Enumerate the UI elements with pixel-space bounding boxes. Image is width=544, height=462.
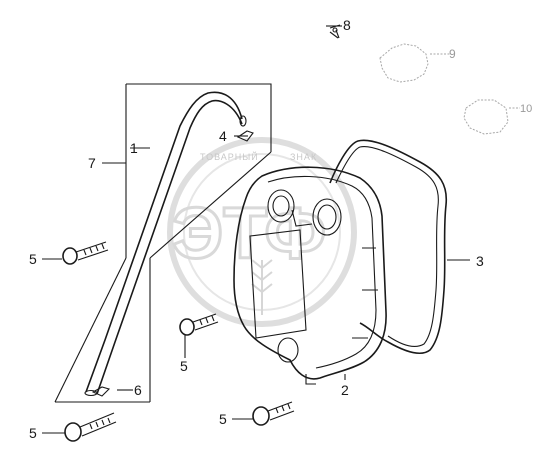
callout-5-upper-left: 5 <box>29 251 37 267</box>
cover-gasket-part <box>329 139 448 355</box>
small-clip-part <box>329 24 341 39</box>
callout-5-center: 5 <box>180 358 188 374</box>
callout-9: 9 <box>449 47 456 61</box>
ghost-plate-part-10 <box>463 99 509 135</box>
bolt-part-lower-left <box>64 412 117 442</box>
valve-cover-part <box>233 166 387 385</box>
callout-7: 7 <box>88 155 96 171</box>
bolt-part-lower-center <box>252 401 295 426</box>
bolt-part-center <box>179 313 219 336</box>
watermark-letters: ЭТФ <box>172 194 326 274</box>
group-bracket-frame <box>54 83 272 403</box>
callout-5-lower-left: 5 <box>29 425 37 441</box>
watermark-arc-text-right: ЗНАК <box>290 152 317 162</box>
breather-hose-part <box>84 91 247 397</box>
watermark: ТОВАРНЫЙ ЗНАК ЭТФ <box>167 137 357 327</box>
callout-10: 10 <box>520 103 532 115</box>
leader-lines <box>42 25 520 434</box>
hose-clip-part-lower <box>91 386 111 397</box>
hose-clip-part-upper <box>236 130 254 142</box>
callout-3: 3 <box>476 253 484 269</box>
callout-6: 6 <box>134 382 142 398</box>
bolt-part-upper-left <box>62 241 109 265</box>
callout-4: 4 <box>219 128 227 144</box>
callout-2: 2 <box>341 382 349 398</box>
watermark-wheat-icon <box>251 259 273 315</box>
watermark-arc-text-left: ТОВАРНЫЙ <box>200 151 259 162</box>
callout-1: 1 <box>130 140 138 156</box>
callout-5-lower-center: 5 <box>219 411 227 427</box>
ghost-plate-part-9 <box>379 43 429 83</box>
callout-8: 8 <box>343 17 351 33</box>
